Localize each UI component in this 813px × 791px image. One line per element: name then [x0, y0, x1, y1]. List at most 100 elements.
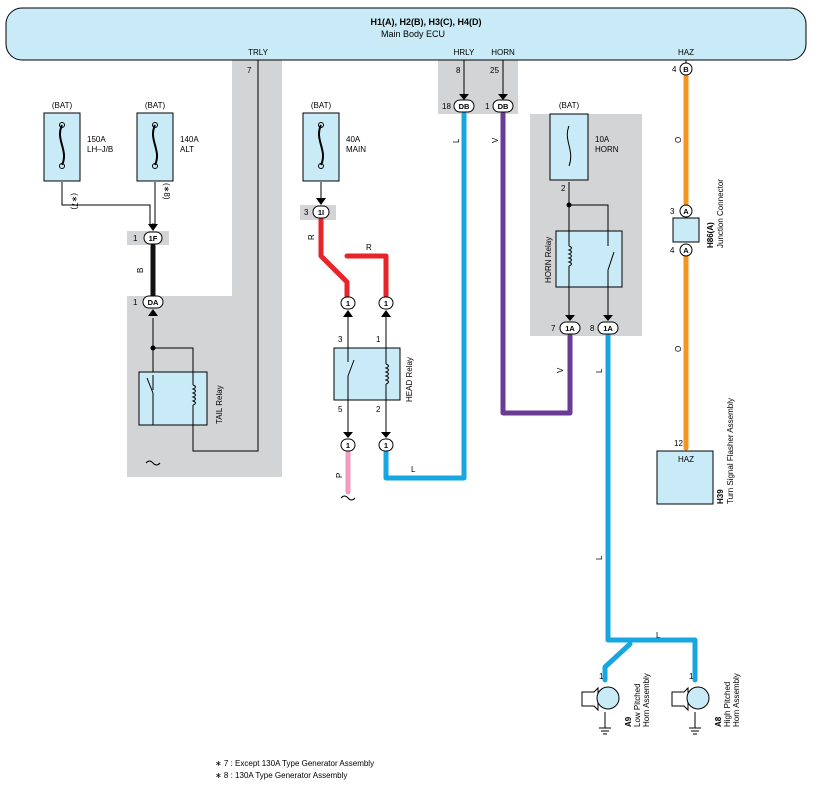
conn-da: DA 1 — [133, 295, 164, 316]
svg-text:P: P — [335, 473, 344, 478]
svg-text:A8: A8 — [714, 716, 723, 727]
svg-text:MAIN: MAIN — [346, 145, 366, 154]
svg-text:12: 12 — [674, 439, 683, 448]
star7-label: (∗7) — [70, 193, 79, 210]
pin-trly: 7 — [247, 66, 252, 75]
svg-text:DB: DB — [459, 102, 470, 111]
terminal-trly: TRLY — [248, 48, 269, 57]
fuse-140a: (BAT) 140A ALT — [136, 101, 199, 182]
wire-blue-l-horn — [605, 333, 698, 683]
svg-text:L: L — [656, 631, 661, 640]
svg-text:DA: DA — [148, 298, 159, 307]
wire-color-labels: B R R L L V V L L L O O P — [136, 137, 683, 640]
conn-horn-1a-l: 1A 7 — [551, 315, 581, 335]
wire-violet-v — [500, 111, 573, 416]
wire-ends — [145, 460, 356, 501]
fuse-10a: (BAT) 10A HORN — [549, 101, 619, 181]
svg-text:Low Pitched: Low Pitched — [633, 683, 642, 727]
note-7: ∗ 7 : Except 130A Type Generator Assembl… — [215, 759, 374, 768]
conn-db-right: DB 1 25 — [485, 66, 514, 113]
svg-text:R: R — [366, 243, 372, 252]
svg-text:1A: 1A — [565, 324, 575, 333]
horn-low: 1 A9 Low Pitched Horn Assembly — [581, 672, 651, 727]
svg-text:8: 8 — [590, 324, 595, 333]
turn-signal-flasher: HAZ 12 H39 Turn Signal Flasher Assembly — [656, 398, 735, 505]
junction-connector: A A 3 4 H86(A) Junction Connector — [670, 179, 725, 257]
star8-label: (∗8) — [162, 183, 171, 200]
fuses: (BAT) 150A LH–J/B (BAT) 140A ALT (BAT) 4… — [43, 101, 619, 210]
wire-red-r — [318, 217, 350, 299]
conn-head-out-r: 1 — [378, 432, 394, 452]
svg-text:1: 1 — [599, 672, 604, 681]
svg-text:L: L — [595, 368, 604, 373]
svg-text:High Pitched: High Pitched — [723, 682, 732, 727]
svg-text:1: 1 — [346, 441, 350, 450]
svg-text:DB: DB — [498, 102, 509, 111]
wire-blue-l-head — [383, 111, 467, 481]
svg-text:3: 3 — [338, 335, 343, 344]
svg-text:A9: A9 — [624, 716, 633, 727]
terminal-horn: HORN — [491, 48, 515, 57]
svg-text:150A: 150A — [87, 135, 106, 144]
svg-text:1: 1 — [384, 441, 388, 450]
svg-text:LH–J/B: LH–J/B — [87, 145, 113, 154]
svg-text:1: 1 — [384, 299, 388, 308]
svg-text:7: 7 — [551, 324, 556, 333]
svg-text:Turn Signal Flasher Assembly: Turn Signal Flasher Assembly — [726, 398, 735, 504]
conn-head-in-l: 1 — [340, 296, 356, 317]
svg-text:L: L — [595, 555, 604, 560]
svg-text:L: L — [452, 138, 461, 143]
thin-wires — [61, 60, 701, 735]
svg-text:1: 1 — [689, 672, 694, 681]
ecu-title: H1(A), H2(B), H3(C), H4(D) — [371, 17, 482, 27]
svg-text:25: 25 — [490, 66, 499, 75]
conn-ii: 1I 3 — [304, 198, 330, 219]
svg-text:H39: H39 — [716, 489, 725, 504]
svg-text:1: 1 — [133, 234, 138, 243]
svg-text:V: V — [491, 137, 500, 143]
conn-b: B 4 — [672, 62, 693, 76]
svg-text:1: 1 — [346, 299, 350, 308]
wire-red-r2 — [344, 253, 389, 299]
svg-text:1: 1 — [133, 298, 138, 307]
svg-text:(BAT): (BAT) — [145, 101, 166, 110]
svg-text:HORN: HORN — [595, 145, 619, 154]
conn-horn-1a-r: 1A 8 — [590, 315, 619, 335]
svg-text:4: 4 — [672, 65, 677, 74]
svg-text:B: B — [136, 268, 145, 273]
svg-text:Junction Connector: Junction Connector — [716, 179, 725, 248]
svg-text:HAZ: HAZ — [678, 455, 694, 464]
conn-head-out-l: 1 — [340, 432, 356, 452]
ecu-subtitle: Main Body ECU — [381, 29, 445, 39]
terminal-haz: HAZ — [678, 48, 694, 57]
svg-text:Horn Assembly: Horn Assembly — [732, 673, 741, 727]
head-relay: HEAD Relay 3 1 5 2 — [333, 335, 414, 414]
svg-text:H86(A): H86(A) — [706, 222, 715, 248]
terminal-hrly: HRLY — [454, 48, 475, 57]
svg-text:Horn Assembly: Horn Assembly — [642, 673, 651, 727]
svg-text:(BAT): (BAT) — [311, 101, 332, 110]
svg-text:18: 18 — [442, 102, 451, 111]
svg-text:2: 2 — [376, 405, 381, 414]
svg-text:(BAT): (BAT) — [52, 101, 73, 110]
connectors: B 4 DB 18 8 DB 1 25 1I 3 1F 1 — [133, 62, 693, 452]
svg-text:8: 8 — [456, 66, 461, 75]
svg-text:3: 3 — [304, 208, 309, 217]
svg-text:40A: 40A — [346, 135, 361, 144]
colored-wires — [150, 73, 698, 683]
svg-text:ALT: ALT — [180, 145, 194, 154]
svg-text:O: O — [674, 137, 683, 143]
footnotes: ∗ 7 : Except 130A Type Generator Assembl… — [215, 759, 374, 780]
svg-text:1F: 1F — [149, 234, 158, 243]
svg-text:1I: 1I — [318, 208, 324, 217]
fuse-150a: (BAT) 150A LH–J/B — [43, 101, 113, 182]
svg-text:B: B — [683, 65, 689, 74]
conn-db-left: DB 18 8 — [442, 66, 475, 113]
svg-text:140A: 140A — [180, 135, 199, 144]
svg-text:R: R — [307, 234, 316, 240]
main-body-ecu: H1(A), H2(B), H3(C), H4(D) Main Body ECU… — [5, 7, 807, 61]
svg-text:TAIL Relay: TAIL Relay — [215, 385, 224, 424]
svg-text:5: 5 — [338, 405, 343, 414]
conn-if: 1F 1 — [133, 224, 163, 245]
